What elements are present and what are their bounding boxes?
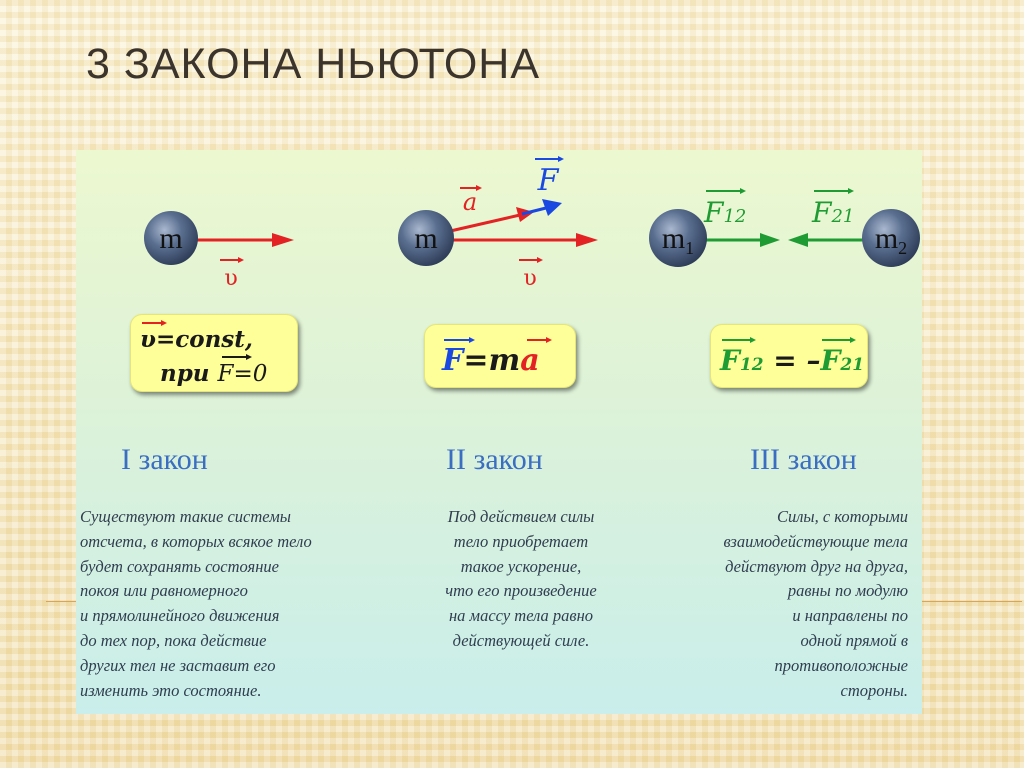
law3-description-line: и направлены по xyxy=(792,606,908,626)
velocity-label: υ xyxy=(224,266,237,291)
slide-title: 3 ЗАКОНА НЬЮТОНА xyxy=(86,40,541,88)
force-vector-bar-head xyxy=(469,337,475,343)
law2-diagram: m a F υ xyxy=(398,156,598,291)
velocity-arrow-head xyxy=(272,233,294,247)
velocity-vector-bar-head xyxy=(537,257,543,263)
acceleration-arrow-shaft xyxy=(445,213,521,234)
law1-formula-svg: υ=const, при F=0 xyxy=(140,320,267,387)
law1-description-line: будет сохранять состояние xyxy=(80,556,279,576)
law2-description-line: Под действием силы xyxy=(447,507,595,526)
law2-description-line: тело приобретает xyxy=(453,531,589,551)
ball-mass1-label: m1 xyxy=(662,222,694,258)
law2-heading: II закон xyxy=(446,443,543,476)
ball-m xyxy=(144,211,198,265)
ball-mass-label: m xyxy=(159,222,182,255)
decorative-rule-right xyxy=(922,601,1022,602)
law2-description-line: действующей силе. xyxy=(452,630,590,650)
acceleration-vector-bar-head xyxy=(476,185,482,191)
decorative-rule-left xyxy=(46,601,78,602)
law1-diagram: m υ xyxy=(144,211,294,291)
force-label: F xyxy=(537,163,560,198)
force-arrow-head xyxy=(542,199,562,216)
force21-label: F21 xyxy=(811,196,854,229)
law1-description-line: и прямолинейного движения xyxy=(80,606,280,626)
law3-description-line: взаимодействующие тела xyxy=(723,531,908,551)
law3-diagram: m1 m2 F12 F21 xyxy=(649,188,920,267)
ball-m1 xyxy=(649,209,707,267)
force12-label: F12 xyxy=(703,196,746,229)
ball-m xyxy=(398,210,454,266)
law3-formula-box: F12 = –F21 xyxy=(710,324,868,388)
force12-arrow-head xyxy=(760,233,780,247)
law1-heading: I закон xyxy=(121,443,208,476)
acceleration-vector-bar-head xyxy=(546,337,552,343)
law2-description-line: такое ускорение, xyxy=(460,556,582,576)
law3-description-line: стороны. xyxy=(840,680,908,700)
law3-description-line: одной прямой в xyxy=(800,630,908,650)
law3-formula-svg: F12 = –F21 xyxy=(719,337,864,377)
law3-description-line: действуют друг на друга, xyxy=(725,556,908,576)
force21-arrow-head xyxy=(788,233,808,247)
law1-formula-box: υ=const, при F=0 xyxy=(130,314,298,392)
force-vector-bar-head xyxy=(558,156,564,162)
force-vector-bar-head xyxy=(246,354,252,360)
law1-description-line: покоя или равномерного xyxy=(80,581,248,601)
force12-vector-bar-head xyxy=(740,188,746,194)
law3-formula: F12 = –F21 xyxy=(719,344,864,377)
law2-formula-box: F=ma xyxy=(424,324,576,388)
ball-mass2-label: m2 xyxy=(875,222,907,258)
laws-diagram: m υ m a F υ xyxy=(144,156,920,291)
law1-formula-line1: υ=const, xyxy=(140,326,253,353)
law2-formula-svg: F=ma xyxy=(441,337,552,378)
law1-description-line: изменить это состояние. xyxy=(80,680,262,700)
law1-description: Существуют такие системы отсчета, в кото… xyxy=(80,505,312,703)
ball-mass-label: m xyxy=(414,222,437,255)
acceleration-label: a xyxy=(463,188,477,216)
law3-description-line: равны по модулю xyxy=(787,581,908,601)
velocity-vector-bar-head xyxy=(161,320,167,326)
law2-description: Под действием силы тело приобретает тако… xyxy=(416,505,626,654)
law1-description-line: до тех пор, пока действие xyxy=(80,630,267,650)
force12-vector-bar-head xyxy=(750,337,756,343)
law3-description-line: противоположные xyxy=(774,655,908,675)
velocity-arrow-head xyxy=(576,233,598,247)
ball-m2 xyxy=(862,209,920,267)
law1-description-line: отсчета, в которых всякое тело xyxy=(80,531,312,551)
velocity-label: υ xyxy=(523,266,536,291)
force-arrow-shaft xyxy=(521,206,547,216)
velocity-vector-bar-head xyxy=(238,257,244,263)
force21-vector-bar-head xyxy=(850,337,856,343)
law3-description-line: Силы, с которыми xyxy=(776,507,908,526)
newton-laws-figure: m υ m a F υ xyxy=(76,150,922,714)
law2-description-line: что его произведение xyxy=(445,581,597,601)
law2-description-line: на массу тела равно xyxy=(448,606,594,626)
law1-description-line: Существуют такие системы xyxy=(80,507,291,526)
law2-formula: F=ma xyxy=(441,343,540,378)
force21-vector-bar-head xyxy=(848,188,854,194)
law1-formula-line2: при F=0 xyxy=(160,360,267,387)
law3-description: Силы, с которыми взаимодействующие тела … xyxy=(656,505,908,703)
law3-heading: III закон xyxy=(750,443,857,476)
law1-description-line: других тел не заставит его xyxy=(80,655,276,675)
